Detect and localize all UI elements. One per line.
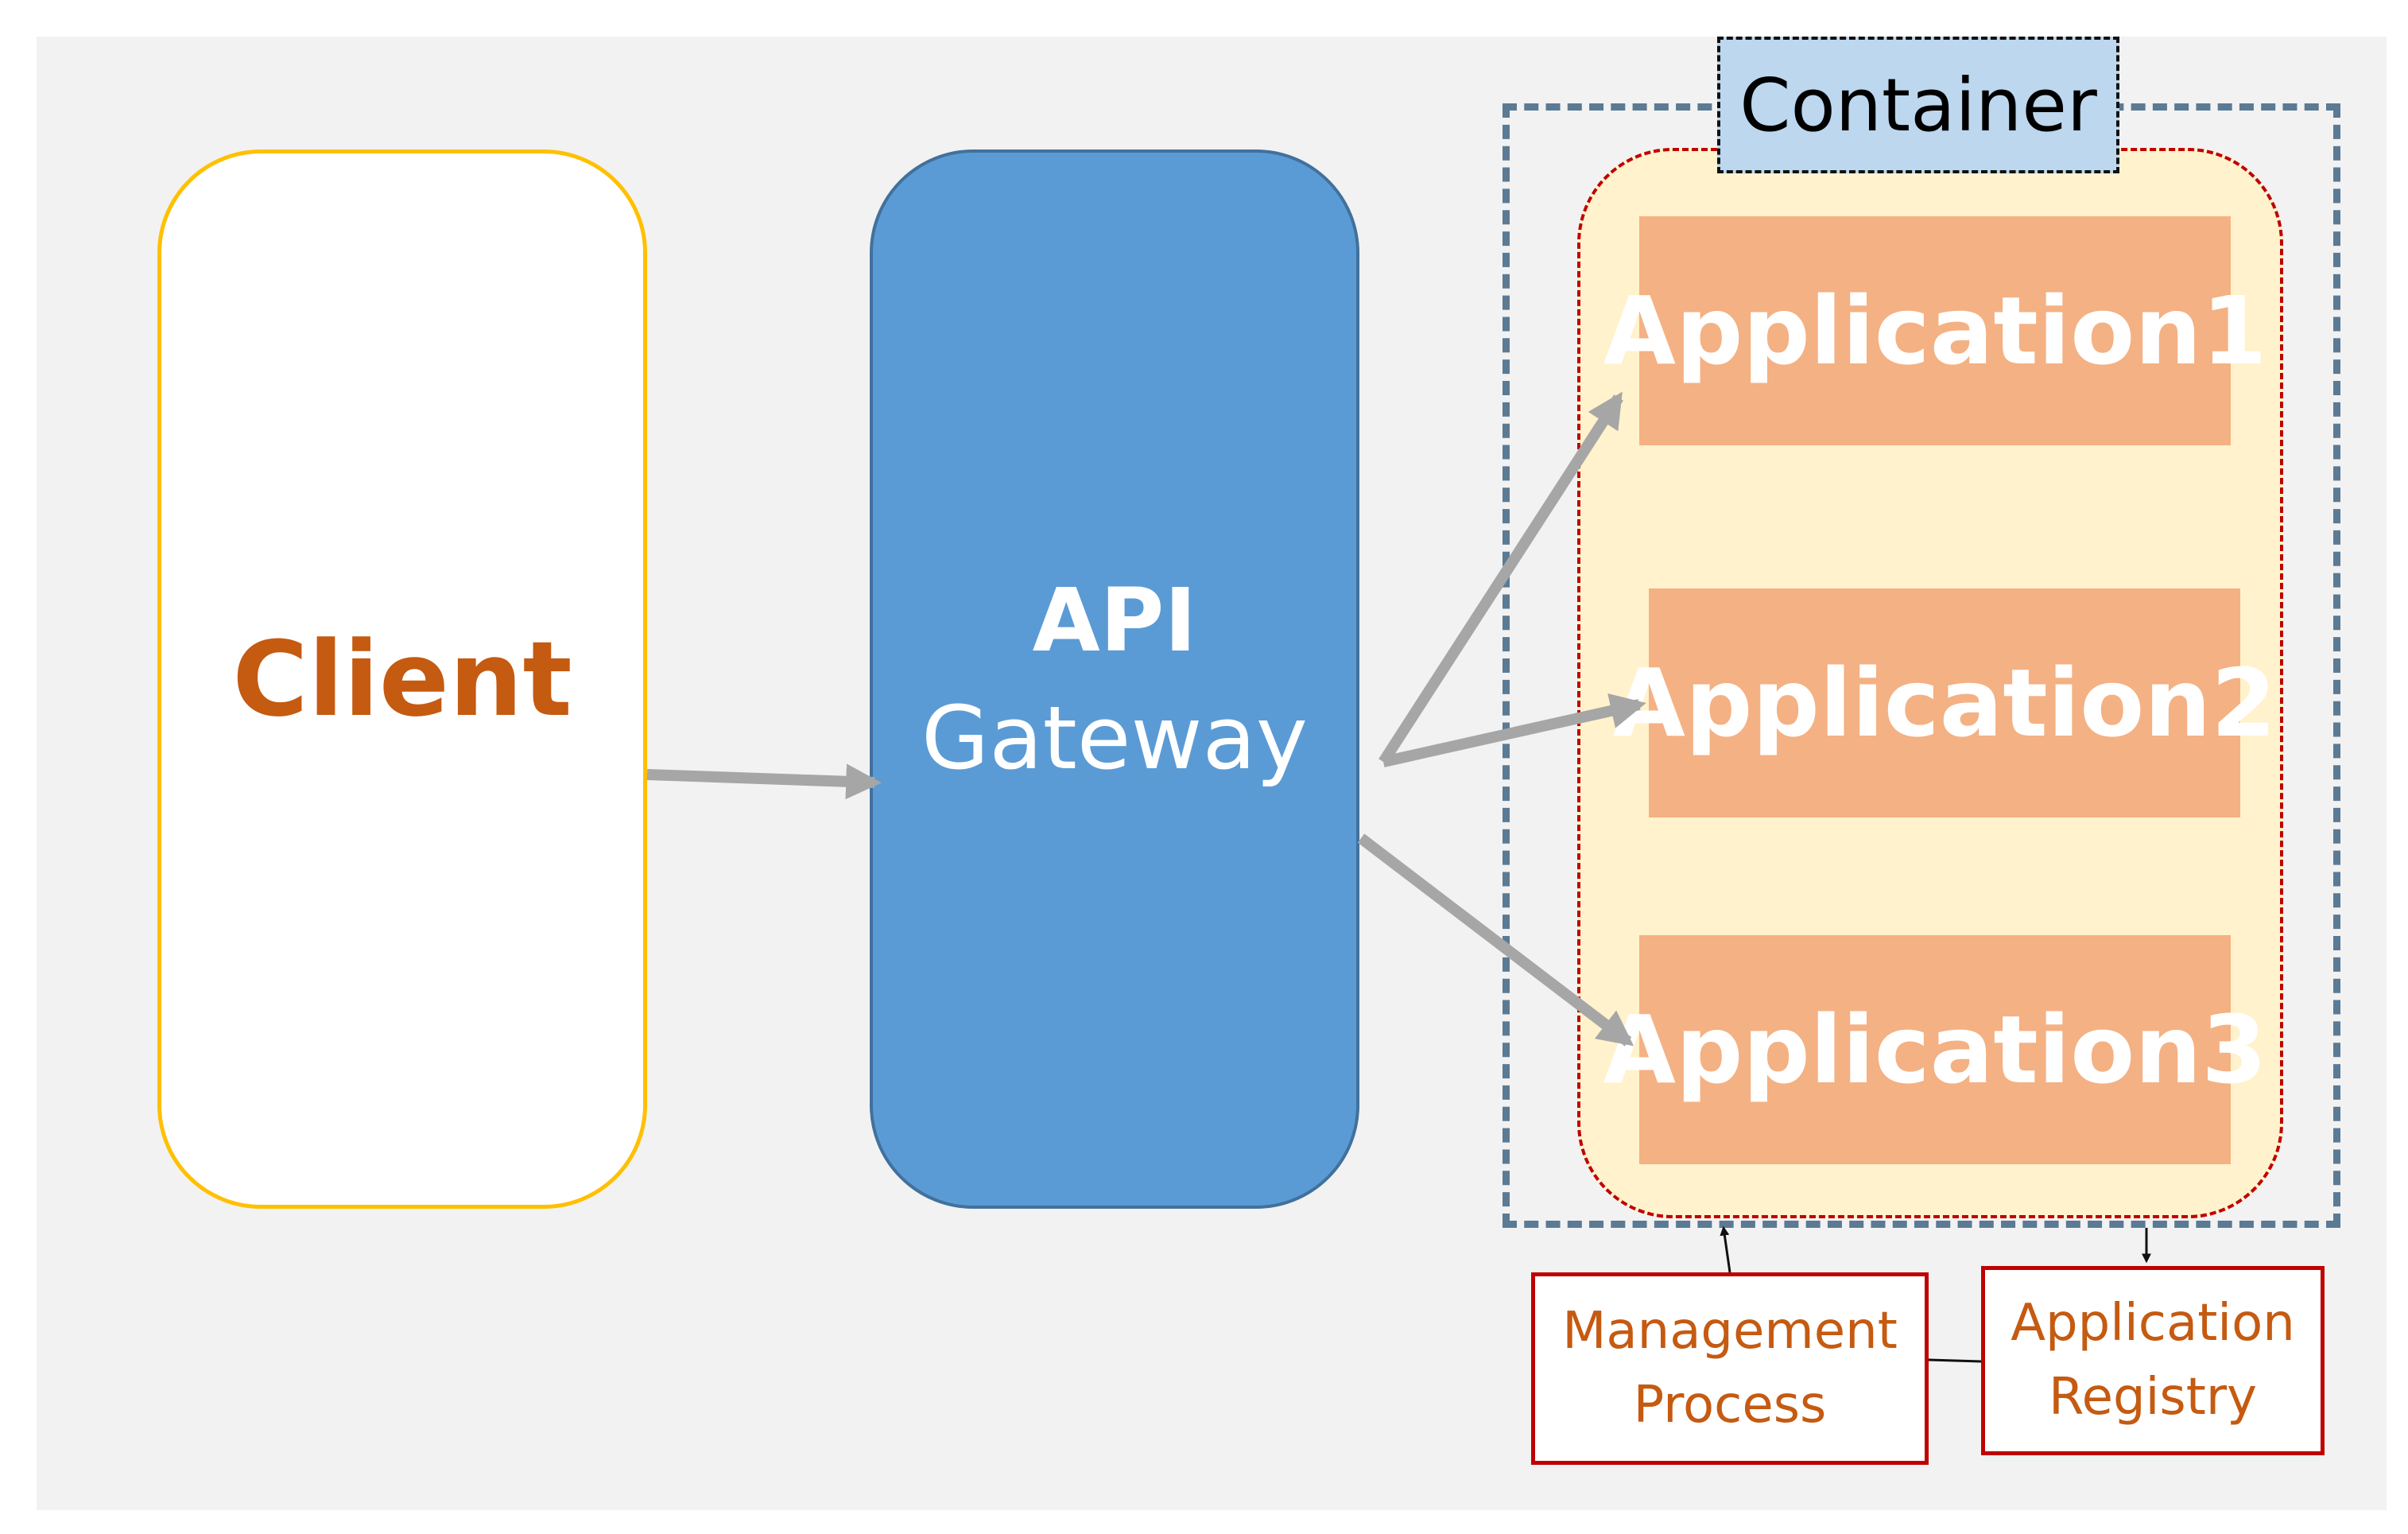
- management-to-container-arrow: [1720, 1225, 1731, 1273]
- application-label-2: Application2: [1612, 648, 2277, 758]
- application-node-3: Application3: [1603, 935, 2266, 1164]
- container-label-text: Container: [1739, 62, 2097, 148]
- application-label-1: Application1: [1603, 276, 2267, 386]
- management-registry-connector: [1928, 1358, 1982, 1363]
- container-label: Container: [1717, 37, 2119, 173]
- client-node: Client: [157, 150, 647, 1209]
- api-gateway-label-line2: Gateway: [921, 687, 1308, 789]
- gateway-to-application3-arrow: [1357, 833, 1634, 1047]
- gateway-to-application1-arrow: [1378, 391, 1623, 765]
- management-process-label-line1: Management: [1562, 1302, 1898, 1361]
- application-node-2: Application2: [1613, 588, 2276, 817]
- application-registry-label-line1: Application: [2011, 1294, 2295, 1353]
- api-gateway-node: API Gateway: [870, 150, 1359, 1209]
- application-label-3: Application3: [1603, 995, 2267, 1105]
- application-registry-node: Application Registry: [1981, 1266, 2325, 1455]
- gateway-to-application2-arrow: [1382, 693, 1646, 767]
- management-process-node: Management Process: [1531, 1272, 1929, 1465]
- client-label: Client: [232, 619, 572, 740]
- application-node-1: Application1: [1603, 216, 2266, 445]
- management-process-label-line2: Process: [1633, 1376, 1827, 1435]
- application-registry-label-line2: Registry: [2049, 1368, 2257, 1427]
- client-to-gateway-arrow: [646, 763, 882, 800]
- api-gateway-label-line1: API: [1032, 569, 1197, 671]
